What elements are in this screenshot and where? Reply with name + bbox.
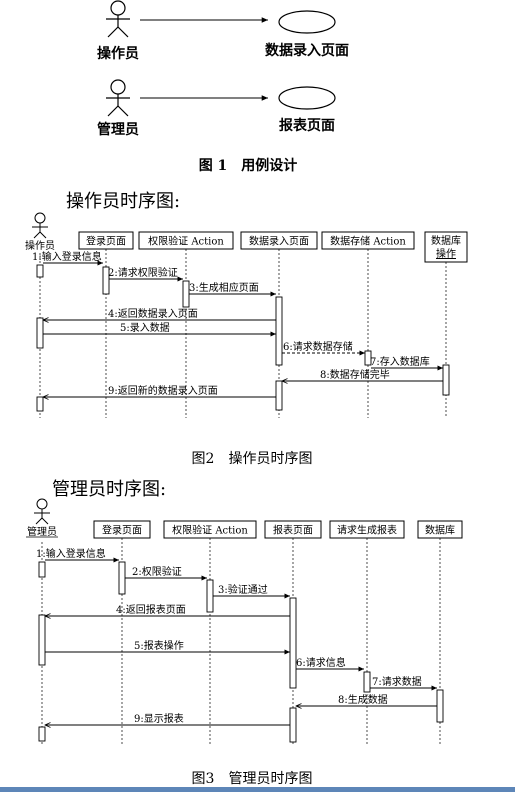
message-label: 7:存入数据库	[370, 355, 430, 368]
lifeline-label: 权限验证 Action	[172, 524, 248, 537]
activation-bar	[275, 296, 283, 366]
activation-bar	[38, 614, 46, 666]
lifeline-label: 数据存储 Action	[330, 235, 406, 248]
figure2-operator-sequence-diagram: 操作员 登录页面 权限验证 Action 数据录入页面 数据存储 Action 数据库操作…	[25, 212, 468, 418]
actor-stick-figure-icon	[106, 0, 130, 38]
actor-stick-figure-icon	[106, 79, 130, 117]
message-label: 1:输入登录信息	[36, 547, 106, 560]
actor-label: 操作员	[25, 239, 55, 252]
lifeline-label: 登录页面	[102, 524, 142, 537]
activation-bar	[436, 689, 444, 723]
activation-bar	[36, 317, 44, 349]
lifeline-label: 权限验证 Action	[148, 235, 224, 248]
message-label: 6:请求数据存储	[283, 340, 353, 353]
activation-bar	[118, 561, 126, 595]
message-label: 9:显示报表	[134, 712, 184, 725]
actor-label: 管理员	[97, 121, 139, 138]
activation-bar	[289, 707, 297, 743]
message-label: 2:请求权限验证	[108, 266, 178, 279]
actor-stick-figure-icon	[34, 498, 50, 525]
message-label: 5:报表操作	[134, 639, 184, 652]
actor-leg	[33, 231, 41, 239]
figure1-use-case-diagram: 操作员 数据录入页面 管理员 报表页面 图 1 用例设计	[97, 0, 349, 174]
lifeline-label: 数据库操作	[431, 234, 461, 260]
use-case-label: 数据录入页面	[265, 42, 349, 59]
activation-bar	[364, 350, 372, 366]
activation-bar	[363, 671, 371, 693]
message-label: 9:返回新的数据录入页面	[108, 384, 218, 397]
activation-bar	[38, 726, 46, 742]
actor-label: 管理员	[27, 525, 57, 538]
message-label: 4:返回报表页面	[116, 603, 186, 616]
page-bottom-bar	[0, 787, 515, 792]
actor-leg	[35, 517, 43, 525]
use-case-ellipse	[278, 86, 336, 110]
lifeline-label: 数据录入页面	[249, 235, 309, 248]
lifeline-label: 数据库	[425, 524, 455, 537]
message-label: 8:数据存储完毕	[320, 368, 390, 381]
message-label: 6:请求信息	[296, 656, 346, 669]
actor-leg	[39, 231, 47, 239]
actor-stick-figure-icon	[32, 212, 48, 239]
activation-bar	[275, 380, 283, 411]
message-label: 3:验证通过	[218, 583, 268, 596]
figure-caption: 图 1 用例设计	[199, 157, 298, 174]
figure-caption: 图3 管理员时序图	[192, 771, 313, 787]
actor-label: 操作员	[97, 45, 139, 62]
section-heading: 操作员时序图:	[66, 191, 180, 212]
figure-caption: 图2 操作员时序图	[192, 451, 313, 467]
activation-bar	[206, 579, 214, 613]
lifeline-label: 报表页面	[273, 524, 313, 537]
message-label: 4:返回数据录入页面	[108, 307, 198, 320]
message-label: 7:请求数据	[372, 675, 422, 688]
use-case-ellipse	[278, 10, 336, 34]
use-case-label: 报表页面	[279, 117, 335, 134]
message-label: 5:录入数据	[120, 321, 170, 334]
message-label: 1:输入登录信息	[32, 250, 102, 263]
actor-head	[34, 212, 46, 224]
activation-bar	[102, 266, 110, 295]
lifeline-label: 请求生成报表	[337, 524, 397, 537]
actor-leg	[41, 517, 49, 525]
message-label: 3:生成相应页面	[189, 281, 259, 294]
activation-bar	[38, 561, 46, 578]
message-label: 8:生成数据	[338, 693, 388, 706]
activation-bar	[36, 264, 44, 278]
actor-head	[36, 498, 48, 510]
activation-bar	[289, 597, 297, 689]
lifeline-label: 登录页面	[86, 235, 126, 248]
activation-bar	[36, 396, 44, 412]
activation-bar	[442, 364, 450, 396]
section-heading: 管理员时序图:	[52, 479, 166, 500]
figure3-admin-sequence-diagram: 管理员 登录页面 权限验证 Action 报表页面 请求生成报表 数据库 1:输入登录信息 2…	[26, 498, 463, 744]
message-label: 2:权限验证	[132, 565, 182, 578]
